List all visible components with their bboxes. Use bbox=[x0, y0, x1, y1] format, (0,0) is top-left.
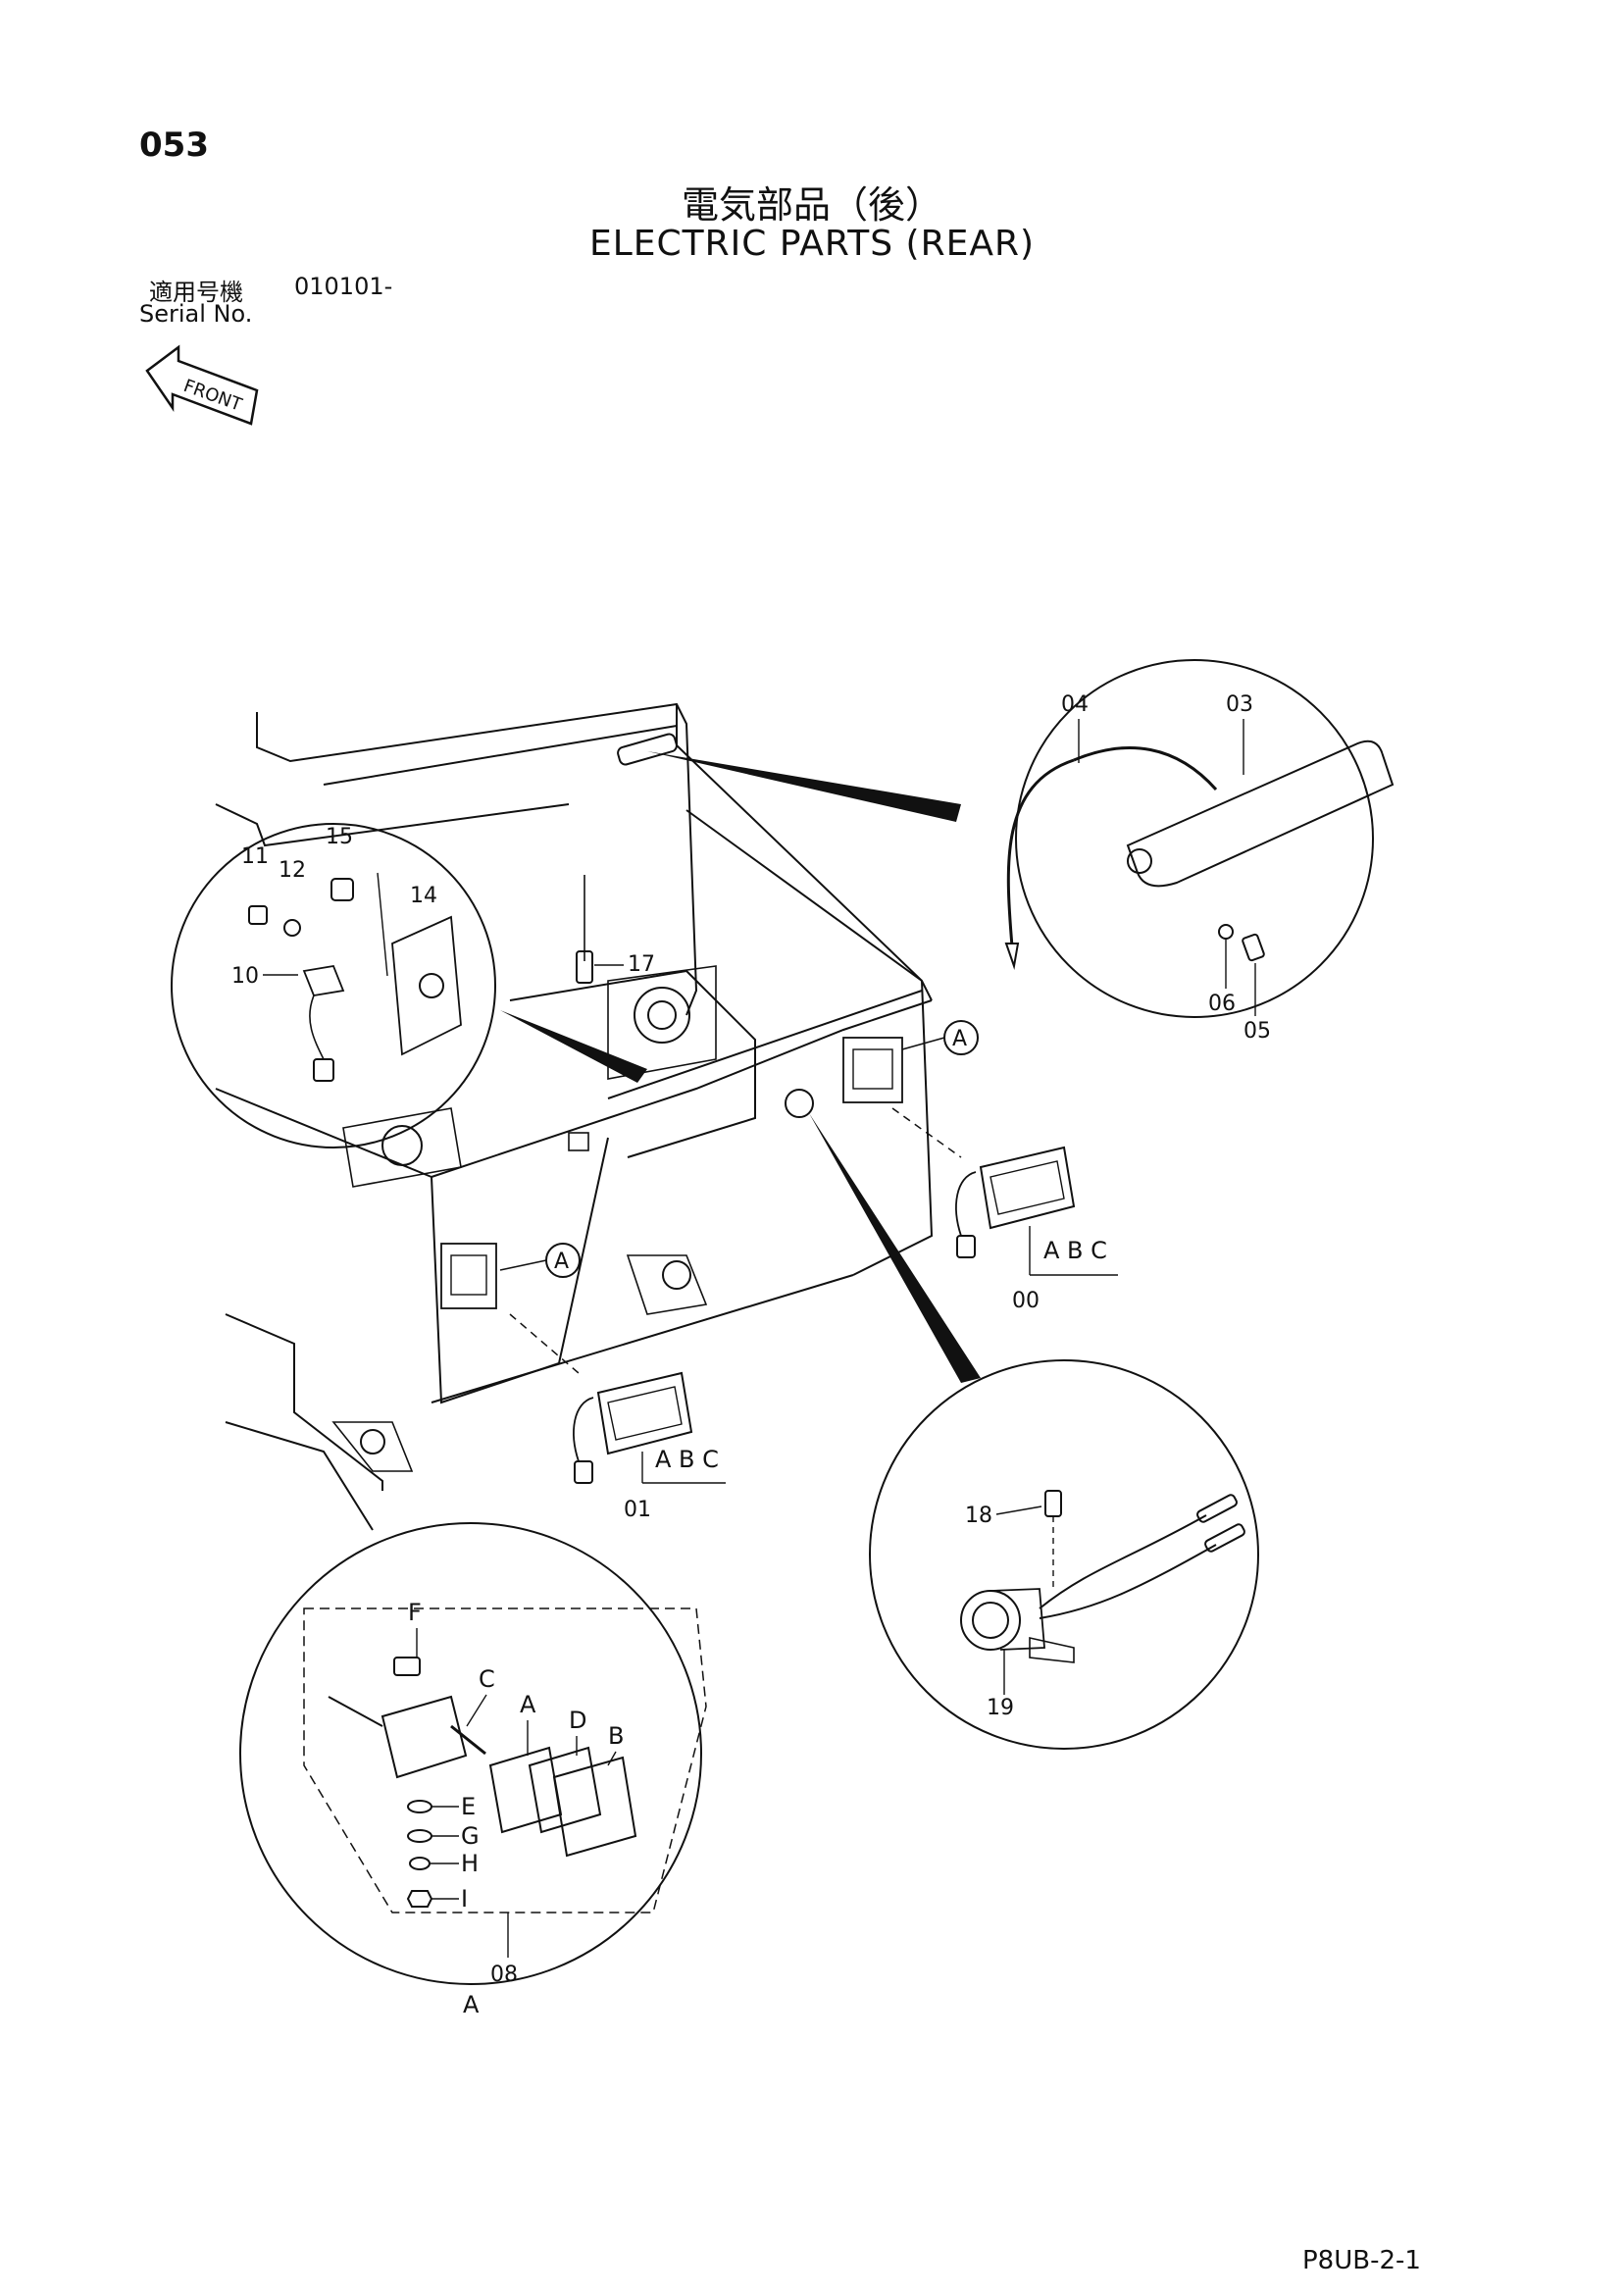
svg-text:A B C: A B C bbox=[655, 1446, 719, 1473]
svg-text:A: A bbox=[952, 1027, 967, 1051]
detail-circle-sensor: 11 12 15 14 10 bbox=[171, 823, 496, 1148]
detail-circle-horn: 18 19 bbox=[869, 1359, 1259, 1750]
svg-text:A: A bbox=[463, 1991, 480, 2018]
detail-circle-work-light: F C A D B E G H I 08 A bbox=[239, 1522, 707, 2018]
svg-text:04: 04 bbox=[1061, 692, 1089, 717]
svg-text:08: 08 bbox=[490, 1963, 518, 1987]
title-english: ELECTRIC PARTS (REAR) bbox=[588, 224, 1036, 264]
detail-circle-lamp: 04 03 06 05 bbox=[1004, 659, 1395, 1044]
svg-text:14: 14 bbox=[410, 884, 437, 908]
svg-text:19: 19 bbox=[987, 1696, 1014, 1720]
machine-frame bbox=[215, 702, 962, 1531]
svg-text:A: A bbox=[520, 1691, 536, 1718]
title-japanese: 電気部品（後） bbox=[681, 183, 942, 227]
serial-label-english: Serial No. bbox=[139, 300, 253, 328]
svg-text:G: G bbox=[461, 1822, 480, 1850]
svg-text:I: I bbox=[461, 1885, 468, 1913]
drawing-code: P8UB-2-1 bbox=[1302, 2246, 1421, 2275]
svg-text:03: 03 bbox=[1226, 692, 1253, 717]
svg-text:00: 00 bbox=[1012, 1289, 1040, 1313]
svg-text:D: D bbox=[569, 1707, 586, 1734]
serial-number-value: 010101- bbox=[294, 273, 393, 300]
svg-text:A B C: A B C bbox=[1043, 1237, 1107, 1264]
svg-text:15: 15 bbox=[326, 825, 353, 849]
lamp-assembly-00: A B C 00 bbox=[955, 1146, 1118, 1313]
callout-17: 17 bbox=[628, 952, 655, 977]
svg-text:F: F bbox=[408, 1599, 422, 1626]
svg-text:A: A bbox=[554, 1250, 569, 1274]
svg-text:18: 18 bbox=[965, 1504, 992, 1528]
lamp-assembly-01: A B C 01 bbox=[573, 1371, 726, 1522]
svg-text:H: H bbox=[461, 1850, 479, 1877]
svg-text:05: 05 bbox=[1243, 1019, 1271, 1044]
svg-text:06: 06 bbox=[1208, 992, 1236, 1016]
svg-text:12: 12 bbox=[279, 858, 306, 883]
svg-text:10: 10 bbox=[231, 964, 259, 989]
view-a-markers: A A bbox=[499, 1020, 979, 1278]
svg-text:11: 11 bbox=[241, 844, 269, 869]
page-number: 053 bbox=[139, 126, 209, 165]
svg-text:C: C bbox=[479, 1665, 495, 1693]
svg-text:B: B bbox=[608, 1722, 624, 1750]
front-arrow-icon: FRONT bbox=[145, 344, 259, 426]
svg-text:01: 01 bbox=[624, 1498, 651, 1522]
svg-text:E: E bbox=[461, 1793, 476, 1820]
detail-leaders bbox=[500, 751, 981, 1383]
serial-label-japanese: 適用号機 bbox=[149, 279, 243, 306]
